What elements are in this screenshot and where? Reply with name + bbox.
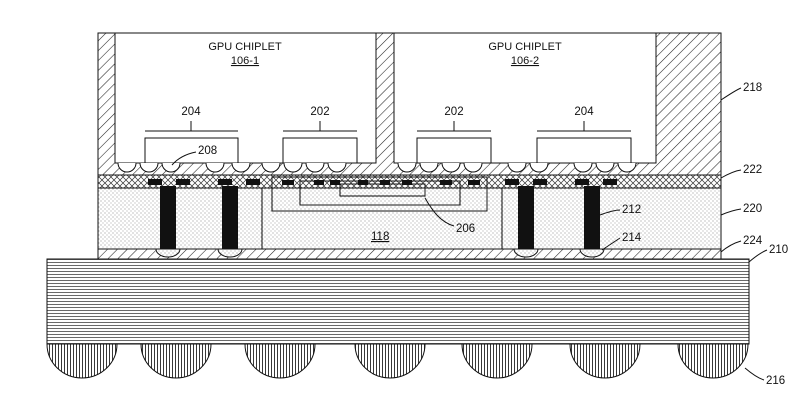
chiplet-1-title: GPU CHIPLET	[208, 41, 282, 53]
chiplet-pads	[117, 137, 637, 173]
layer-224	[97, 248, 722, 260]
pad-label-brackets	[145, 121, 631, 132]
label-118: 118	[371, 231, 389, 243]
label-206: 206	[456, 223, 475, 235]
label-224: 224	[743, 235, 763, 247]
leader-224	[720, 240, 742, 253]
through-vias-212	[155, 186, 605, 258]
leader-218	[720, 87, 742, 101]
label-216: 216	[766, 375, 785, 387]
chiplet-2-title: GPU CHIPLET	[488, 41, 562, 53]
chiplet-2-ref: 106-2	[511, 55, 539, 67]
package-substrate-210	[46, 258, 750, 345]
leader-220	[720, 208, 742, 216]
label-204-left: 204	[181, 106, 201, 118]
leader-216	[744, 367, 765, 381]
label-220: 220	[743, 203, 762, 215]
label-204-right: 204	[574, 106, 594, 118]
leader-208	[171, 151, 197, 166]
chiplet-1-ref: 106-1	[231, 55, 259, 67]
label-210: 210	[769, 244, 788, 256]
leader-212	[599, 209, 621, 216]
solder-balls-216	[46, 343, 749, 379]
leader-214	[601, 237, 621, 251]
label-212: 212	[622, 204, 641, 216]
label-202-right: 202	[444, 106, 463, 118]
leader-206	[424, 197, 455, 227]
label-218: 218	[743, 82, 762, 94]
label-214: 214	[622, 232, 642, 244]
label-222: 222	[743, 164, 762, 176]
label-202-left: 202	[310, 106, 329, 118]
leader-210	[748, 249, 768, 263]
bridge-chip-118	[261, 187, 503, 250]
bridge-interconnect-206	[148, 176, 617, 212]
label-208: 208	[198, 145, 217, 157]
leader-222	[720, 169, 742, 179]
